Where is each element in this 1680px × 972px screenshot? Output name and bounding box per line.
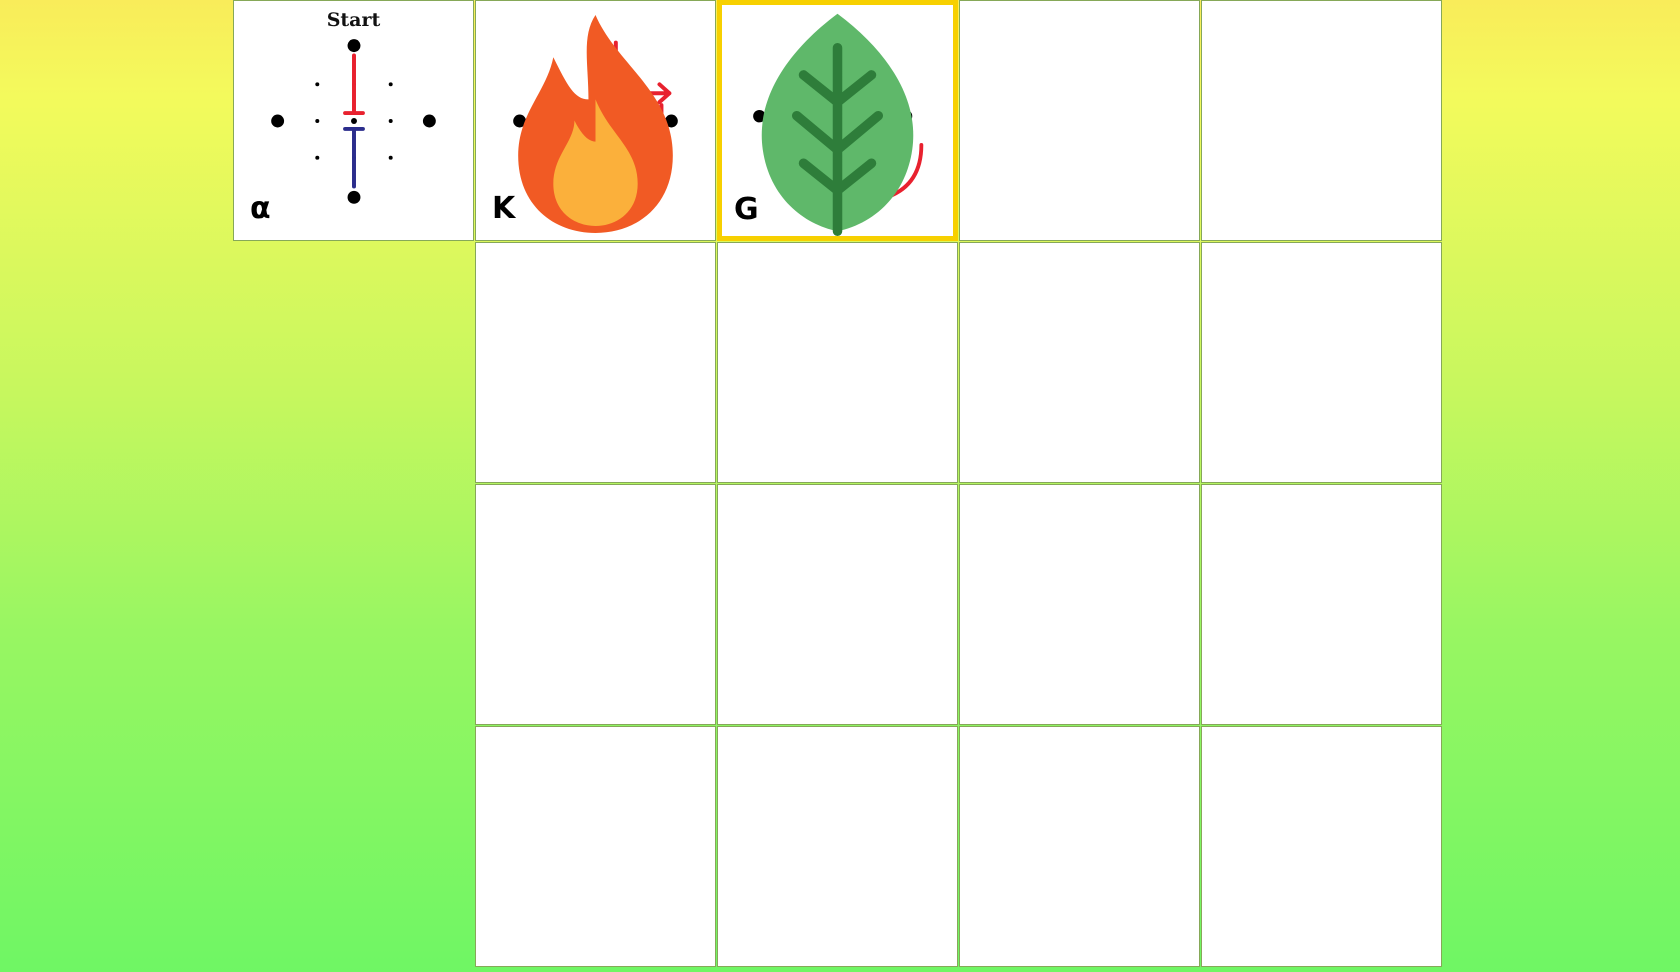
empty-cell[interactable]	[959, 726, 1200, 967]
card-alpha[interactable]: Start α	[233, 0, 474, 241]
empty-cell[interactable]	[959, 484, 1200, 725]
card-g[interactable]: G	[717, 0, 958, 241]
empty-cell[interactable]	[1201, 726, 1442, 967]
game-board: Start α K	[233, 0, 1447, 972]
leaf-icon	[761, 13, 914, 236]
card-letter: G	[734, 192, 759, 227]
empty-cell[interactable]	[1201, 0, 1442, 241]
empty-cell[interactable]	[475, 484, 716, 725]
empty-cell[interactable]	[717, 242, 958, 483]
start-label: Start	[326, 9, 381, 31]
empty-cell[interactable]	[959, 0, 1200, 241]
card-letter: K	[492, 191, 516, 226]
card-k[interactable]: K	[475, 0, 716, 241]
fire-icon	[518, 15, 673, 233]
card-letter: α	[250, 191, 271, 226]
empty-cell[interactable]	[1201, 242, 1442, 483]
empty-cell[interactable]	[717, 484, 958, 725]
empty-cell[interactable]	[475, 726, 716, 967]
empty-cell[interactable]	[1201, 484, 1442, 725]
card-alpha-diagram	[271, 39, 436, 204]
empty-cell[interactable]	[475, 242, 716, 483]
empty-cell[interactable]	[959, 242, 1200, 483]
empty-cell[interactable]	[717, 726, 958, 967]
